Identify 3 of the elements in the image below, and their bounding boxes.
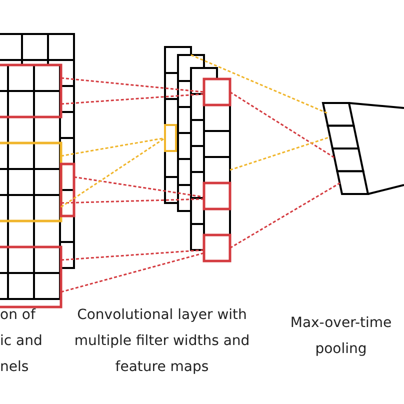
caption-text: Convolutional layer with multiple filter widths and feature maps [73, 306, 251, 377]
caption-text: on of ic and nels [0, 306, 44, 377]
caption-text: Max-over-time pooling [289, 314, 393, 359]
